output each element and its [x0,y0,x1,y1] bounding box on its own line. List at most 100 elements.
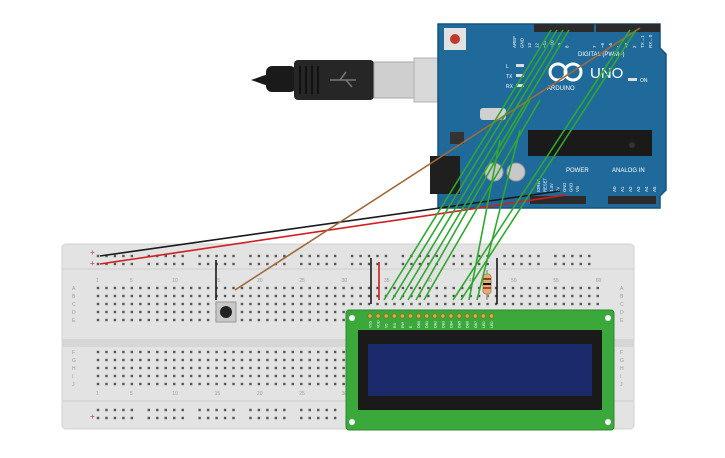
rail-hole[interactable] [266,416,269,420]
breadboard-hole[interactable] [232,358,235,362]
lcd-pin[interactable] [464,313,470,319]
rail-hole[interactable] [283,416,286,420]
rail-hole[interactable] [477,254,481,258]
breadboard-hole[interactable] [283,286,286,290]
breadboard-hole[interactable] [342,366,345,370]
rail-hole[interactable] [554,262,557,266]
breadboard-hole[interactable] [266,374,269,378]
breadboard-hole[interactable] [156,382,159,386]
breadboard-hole[interactable] [96,286,100,290]
rail-hole[interactable] [528,262,532,266]
breadboard-hole[interactable] [232,350,235,354]
rail-hole[interactable] [181,416,184,420]
rail-hole[interactable] [206,262,210,266]
rail-hole[interactable] [418,254,422,258]
breadboard-hole[interactable] [96,294,100,298]
rail-hole[interactable] [384,262,388,266]
rail-hole[interactable] [376,254,379,258]
rail-hole[interactable] [452,254,455,258]
breadboard-hole[interactable] [147,310,151,314]
breadboard-hole[interactable] [291,366,295,370]
breadboard-hole[interactable] [410,302,413,306]
breadboard-hole[interactable] [96,350,100,354]
breadboard-hole[interactable] [317,286,320,290]
breadboard-hole[interactable] [189,318,193,322]
rail-hole[interactable] [283,408,286,412]
breadboard-hole[interactable] [139,302,142,306]
breadboard-hole[interactable] [376,302,379,306]
breadboard-hole[interactable] [249,318,252,322]
rail-hole[interactable] [249,408,252,412]
breadboard-hole[interactable] [376,286,379,290]
breadboard-hole[interactable] [596,302,599,306]
breadboard-hole[interactable] [291,302,295,306]
rail-hole[interactable] [113,416,117,420]
breadboard-hole[interactable] [147,302,151,306]
breadboard-hole[interactable] [156,286,159,290]
breadboard-hole[interactable] [139,286,142,290]
breadboard-hole[interactable] [325,286,328,290]
rail-hole[interactable] [325,262,328,266]
breadboard-hole[interactable] [283,318,286,322]
breadboard-hole[interactable] [384,302,388,306]
breadboard-hole[interactable] [223,374,227,378]
breadboard-hole[interactable] [122,310,125,314]
breadboard-hole[interactable] [257,318,261,322]
lcd-pin[interactable] [391,313,397,319]
breadboard-hole[interactable] [325,318,328,322]
breadboard-hole[interactable] [189,350,193,354]
breadboard-hole[interactable] [206,318,210,322]
rail-hole[interactable] [308,408,311,412]
breadboard-hole[interactable] [240,310,244,314]
breadboard-hole[interactable] [435,302,438,306]
signal-wire-8[interactable] [476,129,521,301]
breadboard-hole[interactable] [274,286,278,290]
breadboard-hole[interactable] [96,358,100,362]
breadboard-hole[interactable] [249,366,252,370]
breadboard-hole[interactable] [274,310,278,314]
power-wire[interactable] [99,194,567,265]
breadboard-hole[interactable] [139,366,142,370]
breadboard-hole[interactable] [173,294,176,298]
breadboard-hole[interactable] [164,350,167,354]
power-jack[interactable] [430,156,460,194]
rail-hole[interactable] [156,262,159,266]
rail-hole[interactable] [164,262,167,266]
breadboard-hole[interactable] [122,294,125,298]
breadboard-hole[interactable] [300,294,303,298]
breadboard-hole[interactable] [300,358,303,362]
rail-hole[interactable] [173,254,176,258]
breadboard-hole[interactable] [571,302,574,306]
signal-wire-1[interactable] [383,29,552,301]
breadboard-hole[interactable] [410,294,413,298]
rail-hole[interactable] [198,262,201,266]
breadboard-hole[interactable] [359,302,362,306]
breadboard-hole[interactable] [579,294,582,298]
breadboard-hole[interactable] [164,382,167,386]
rail-hole[interactable] [435,254,438,258]
breadboard-hole[interactable] [333,302,337,306]
rail-hole[interactable] [164,408,167,412]
rail-hole[interactable] [181,408,184,412]
breadboard-hole[interactable] [367,294,371,298]
breadboard-hole[interactable] [300,318,303,322]
breadboard-hole[interactable] [105,382,108,386]
rail-hole[interactable] [113,408,117,412]
rail-hole[interactable] [350,262,354,266]
breadboard-hole[interactable] [189,310,193,314]
breadboard-hole[interactable] [122,358,125,362]
breadboard-hole[interactable] [317,302,320,306]
breadboard-hole[interactable] [105,310,108,314]
breadboard-hole[interactable] [130,366,134,370]
rail-hole[interactable] [317,416,320,420]
breadboard-hole[interactable] [249,302,252,306]
breadboard-hole[interactable] [257,382,261,386]
rail-hole[interactable] [469,262,472,266]
breadboard-hole[interactable] [198,294,201,298]
breadboard-hole[interactable] [528,286,532,290]
rail-hole[interactable] [588,262,591,266]
breadboard-hole[interactable] [393,286,396,290]
rail-hole[interactable] [562,262,566,266]
breadboard-hole[interactable] [350,286,354,290]
rail-hole[interactable] [223,408,227,412]
